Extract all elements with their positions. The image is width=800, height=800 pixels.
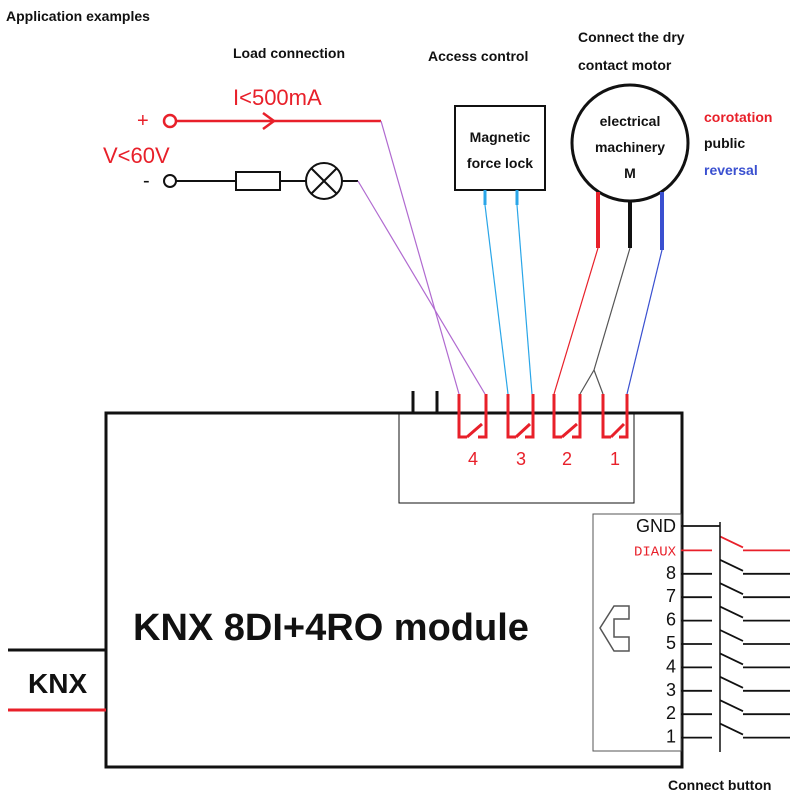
input-terminals: GND DIAUX 8 7 6 5 4 3 2 1 (634, 516, 790, 747)
motor-label-line2: machinery (595, 139, 665, 155)
magnetic-lock-label-line2: force lock (467, 155, 533, 171)
positive-terminal (162, 113, 178, 129)
relay-contact-4 (457, 394, 488, 439)
module-body (104, 411, 684, 769)
push-button-icon-2 (681, 699, 790, 716)
push-button-icon-8 (681, 558, 790, 575)
knx-bus-label: KNX (28, 668, 87, 699)
push-button-icon-3 (681, 675, 790, 692)
wire-lock-to-relay3a (484, 204, 509, 395)
relay-contact-1 (601, 394, 629, 439)
negative-terminal (163, 174, 177, 188)
input-arrow-icon (599, 605, 630, 652)
push-button-icon-diaux (681, 535, 790, 552)
wire-motor-public-to-relay2 (579, 247, 631, 395)
input-label-8: 8 (666, 563, 676, 583)
corotation-label: corotation (704, 109, 772, 125)
relay-number-1: 1 (610, 449, 620, 469)
push-button-icon-7 (681, 582, 790, 599)
reversal-label: reversal (704, 162, 758, 178)
voltage-limit-label: V<60V (103, 143, 170, 168)
input-label-diaux: DIAUX (634, 544, 677, 560)
wire-lock-to-relay3b (516, 204, 533, 395)
motor-label-line1: electrical (600, 113, 661, 129)
minus-terminal-sign: - (143, 170, 150, 192)
plus-terminal-sign: + (137, 110, 149, 132)
lamp-icon (305, 162, 343, 200)
input-label-5: 5 (666, 633, 676, 653)
access-control-label: Access control (428, 48, 528, 64)
public-label: public (704, 135, 745, 151)
wire-load-return-to-relay4 (357, 180, 486, 395)
input-label-gnd: GND (636, 516, 676, 536)
input-label-2: 2 (666, 703, 676, 723)
wire-motor-public-to-relay1 (593, 369, 604, 395)
push-button-icon-6 (681, 605, 790, 622)
motor-section-label-line2: contact motor (578, 57, 672, 73)
input-label-1: 1 (666, 727, 676, 747)
current-direction-arrow-icon (262, 111, 277, 131)
wire-motor-corotation-to-relay2 (553, 247, 599, 395)
motor-label-line3: M (624, 165, 636, 181)
wire-motor-reversal-to-relay1 (626, 249, 663, 395)
magnetic-lock-label-line1: Magnetic (470, 129, 531, 145)
push-button-icon-5 (681, 629, 790, 645)
relay-terminal-block (398, 413, 635, 504)
resistor-icon (235, 171, 281, 191)
push-button-icon-1 (681, 722, 790, 739)
motor-section-label-line1: Connect the dry (578, 29, 685, 45)
relay-number-4: 4 (468, 449, 478, 469)
diagram-title: Application examples (6, 8, 150, 24)
input-label-4: 4 (666, 656, 676, 676)
magnetic-lock-box (454, 105, 546, 191)
input-label-7: 7 (666, 586, 676, 606)
current-limit-label: I<500mA (233, 85, 322, 110)
push-button-icon-4 (681, 652, 790, 669)
relay-number-3: 3 (516, 449, 526, 469)
input-label-3: 3 (666, 680, 676, 700)
relay-contact-2 (552, 394, 582, 439)
relay-number-2: 2 (562, 449, 572, 469)
wire-load-positive-to-relay4 (380, 120, 460, 395)
connect-button-label: Connect button (668, 777, 771, 793)
module-name: KNX 8DI+4RO module (133, 607, 529, 649)
input-label-6: 6 (666, 610, 676, 630)
relay-contact-3 (506, 394, 535, 439)
load-connection-label: Load connection (233, 45, 345, 61)
